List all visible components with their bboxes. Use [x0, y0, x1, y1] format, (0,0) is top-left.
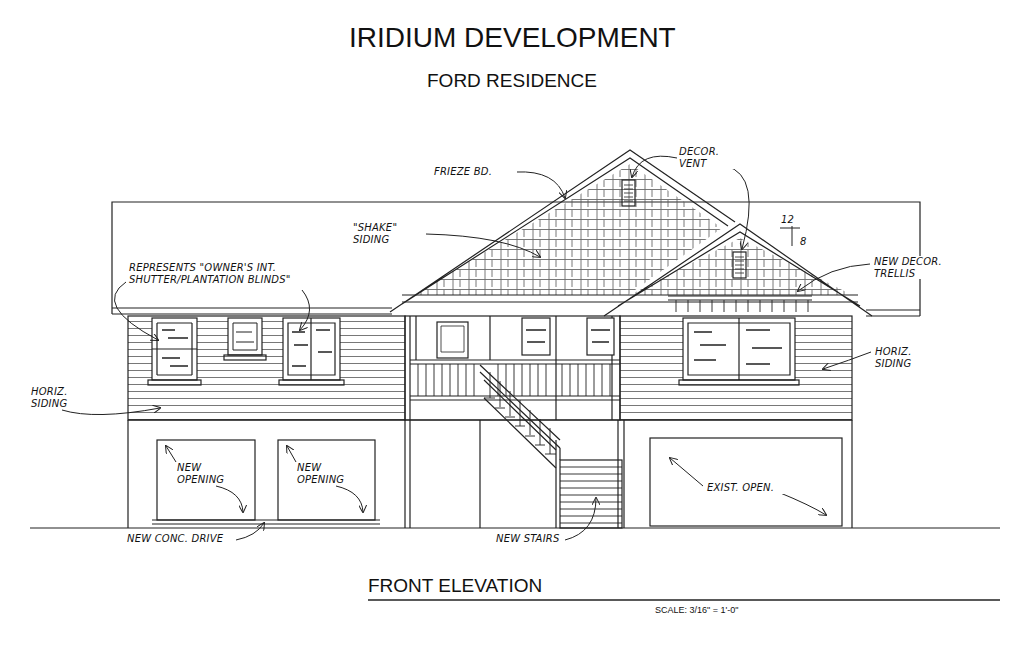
callout-note: HORIZ. SIDING — [30, 386, 92, 409]
callout-note: DECOR. VENT — [678, 146, 738, 169]
view-caption: FRONT ELEVATION — [368, 575, 542, 597]
callout-note: NEW OPENING — [296, 462, 360, 485]
callout-note: "SHAKE" SIDING — [352, 222, 426, 245]
callout-note: REPRESENTS "OWNER'S INT. SHUTTER/PLANTAT… — [128, 262, 315, 285]
callout-note: NEW OPENING — [176, 462, 240, 485]
callout-note: HORIZ. SIDING — [874, 346, 936, 369]
pitch-number: 8 — [799, 236, 808, 248]
callout-note: NEW STAIRS — [495, 533, 561, 545]
callout-note: EXIST. OPEN. — [706, 482, 800, 494]
scale-note: SCALE: 3/16" = 1'-0" — [655, 605, 738, 615]
project-name: FORD RESIDENCE — [427, 70, 597, 92]
sheet-title: IRIDIUM DEVELOPMENT — [349, 22, 676, 54]
callout-note: NEW CONC. DRIVE — [126, 533, 224, 545]
callout-note: FRIEZE BD. — [433, 166, 517, 178]
callout-note: NEW DECOR. TRELLIS — [873, 256, 957, 279]
pitch-number: 12 — [780, 214, 795, 226]
